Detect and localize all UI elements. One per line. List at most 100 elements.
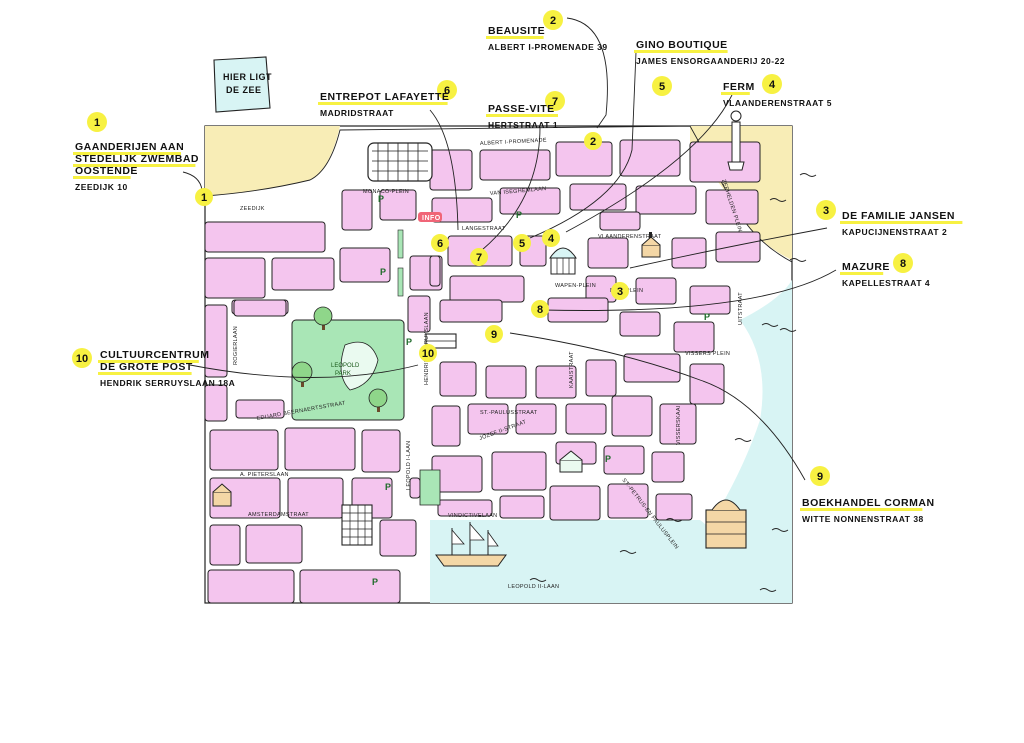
listing-address: HERTSTRAAT 1 bbox=[488, 120, 558, 130]
listing-name: STEDELIJK ZWEMBAD bbox=[75, 153, 199, 165]
listing-name: GAANDERIJEN AAN bbox=[75, 141, 184, 153]
street-label: LEOPOLD I-LAAN bbox=[406, 441, 412, 490]
map-marker-number: 5 bbox=[519, 238, 525, 250]
city-block bbox=[467, 403, 509, 435]
city-block bbox=[619, 139, 681, 177]
city-block bbox=[715, 231, 761, 263]
city-block bbox=[245, 524, 303, 564]
listing-name: DE GROTE POST bbox=[100, 361, 193, 373]
map-marker bbox=[419, 344, 437, 362]
city-block bbox=[449, 275, 525, 303]
parking-icon: P bbox=[516, 210, 522, 220]
listing-number: 2 bbox=[550, 15, 556, 27]
listing-address: WITTE NONNENSTRAAT 38 bbox=[802, 514, 924, 524]
listing-number: 10 bbox=[76, 353, 88, 365]
city-block bbox=[491, 451, 547, 491]
city-block bbox=[429, 255, 441, 287]
highrise-building-icon bbox=[341, 504, 373, 546]
city-block bbox=[207, 569, 295, 604]
shoreline bbox=[204, 125, 793, 263]
leader-lines bbox=[182, 17, 837, 481]
listing-name: PASSE-VITE bbox=[488, 103, 555, 115]
listing-number: 9 bbox=[817, 471, 823, 483]
highlight-underline bbox=[840, 272, 884, 275]
listing-number-badge bbox=[893, 253, 913, 273]
sailing-ship-icon bbox=[435, 522, 507, 567]
city-block bbox=[209, 477, 281, 519]
listing-label-5: 5 GINO BOUTIQUE JAMES ENSORGAANDERIJ 20-22 bbox=[634, 39, 785, 96]
listing-number-badge bbox=[545, 91, 565, 111]
map-marker-number: 7 bbox=[476, 252, 482, 264]
green-strip bbox=[397, 267, 404, 297]
listing-address: JAMES ENSORGAANDERIJ 20-22 bbox=[636, 56, 785, 66]
highlight-underline bbox=[721, 92, 750, 95]
listing-number: 6 bbox=[444, 85, 450, 97]
listing-number: 8 bbox=[900, 258, 906, 270]
highlight-underline bbox=[840, 221, 963, 224]
highlight-underline bbox=[98, 360, 199, 363]
city-block bbox=[379, 519, 417, 557]
green-strip bbox=[397, 229, 404, 259]
listing-name: MAZURE bbox=[842, 261, 890, 273]
park-strip bbox=[419, 469, 441, 506]
map-marker-number: 1 bbox=[201, 192, 207, 204]
map-marker bbox=[542, 229, 560, 247]
city-block bbox=[284, 427, 356, 471]
tree-icon bbox=[368, 388, 388, 412]
listing-address: ZEEDIJK 10 bbox=[75, 182, 128, 192]
city-block bbox=[479, 149, 551, 181]
street-label: AMSTERDAMSTRAAT bbox=[248, 512, 309, 518]
city-block bbox=[439, 299, 503, 323]
listing-number: 4 bbox=[769, 79, 776, 91]
city-block bbox=[437, 499, 493, 517]
city-block bbox=[659, 403, 697, 445]
listing-number-badge bbox=[816, 200, 836, 220]
sea-sign: HIER LIGT DE ZEE bbox=[213, 56, 272, 113]
city-block bbox=[235, 399, 285, 419]
city-block bbox=[439, 361, 477, 397]
sea-sign-line-2: DE ZEE bbox=[226, 85, 262, 95]
street-label: KAAISTRAAT bbox=[569, 351, 575, 388]
listing-name: GINO BOUTIQUE bbox=[636, 39, 728, 51]
listing-number-badge bbox=[810, 466, 830, 486]
city-block bbox=[587, 237, 629, 269]
city-block bbox=[361, 429, 401, 473]
city-block bbox=[209, 429, 279, 471]
listing-number-badge bbox=[543, 10, 563, 30]
city-block bbox=[341, 189, 373, 231]
city-block bbox=[209, 524, 241, 566]
listing-address: HENDRIK SERRUYSLAAN 18A bbox=[100, 378, 235, 388]
bandstand-icon bbox=[549, 247, 577, 275]
listing-name: CULTUURCENTRUM bbox=[100, 349, 209, 361]
map-marker-number: 8 bbox=[537, 304, 543, 316]
city-block bbox=[651, 451, 685, 483]
listing-number: 3 bbox=[823, 205, 829, 217]
highlight-underline bbox=[73, 152, 181, 155]
monument-tower-icon bbox=[727, 110, 745, 171]
street-label: LEOPOLD II-LAAN bbox=[508, 584, 559, 590]
city-block bbox=[705, 189, 759, 225]
city-block bbox=[204, 257, 266, 299]
city-block bbox=[565, 403, 607, 435]
sea-sign-line-1: HIER LIGT bbox=[223, 72, 272, 82]
sea-waves bbox=[529, 173, 817, 592]
highlight-underline bbox=[73, 164, 196, 167]
listing-address: MADRIDSTRAAT bbox=[320, 108, 394, 118]
city-block bbox=[431, 197, 493, 223]
church-building-icon bbox=[559, 450, 583, 473]
city-block bbox=[635, 185, 697, 215]
listing-number: 5 bbox=[659, 81, 665, 93]
city-block bbox=[299, 569, 401, 604]
highlight-underline bbox=[800, 508, 923, 511]
highlight-underline bbox=[73, 176, 131, 179]
city-block bbox=[619, 311, 661, 337]
city-block bbox=[271, 257, 335, 291]
street-label: VINDICTIVELAAN bbox=[448, 513, 497, 519]
listing-number: 1 bbox=[94, 117, 100, 129]
city-block bbox=[671, 237, 707, 269]
map-marker bbox=[485, 325, 503, 343]
street-label: MONACO-PLEIN bbox=[363, 189, 409, 195]
